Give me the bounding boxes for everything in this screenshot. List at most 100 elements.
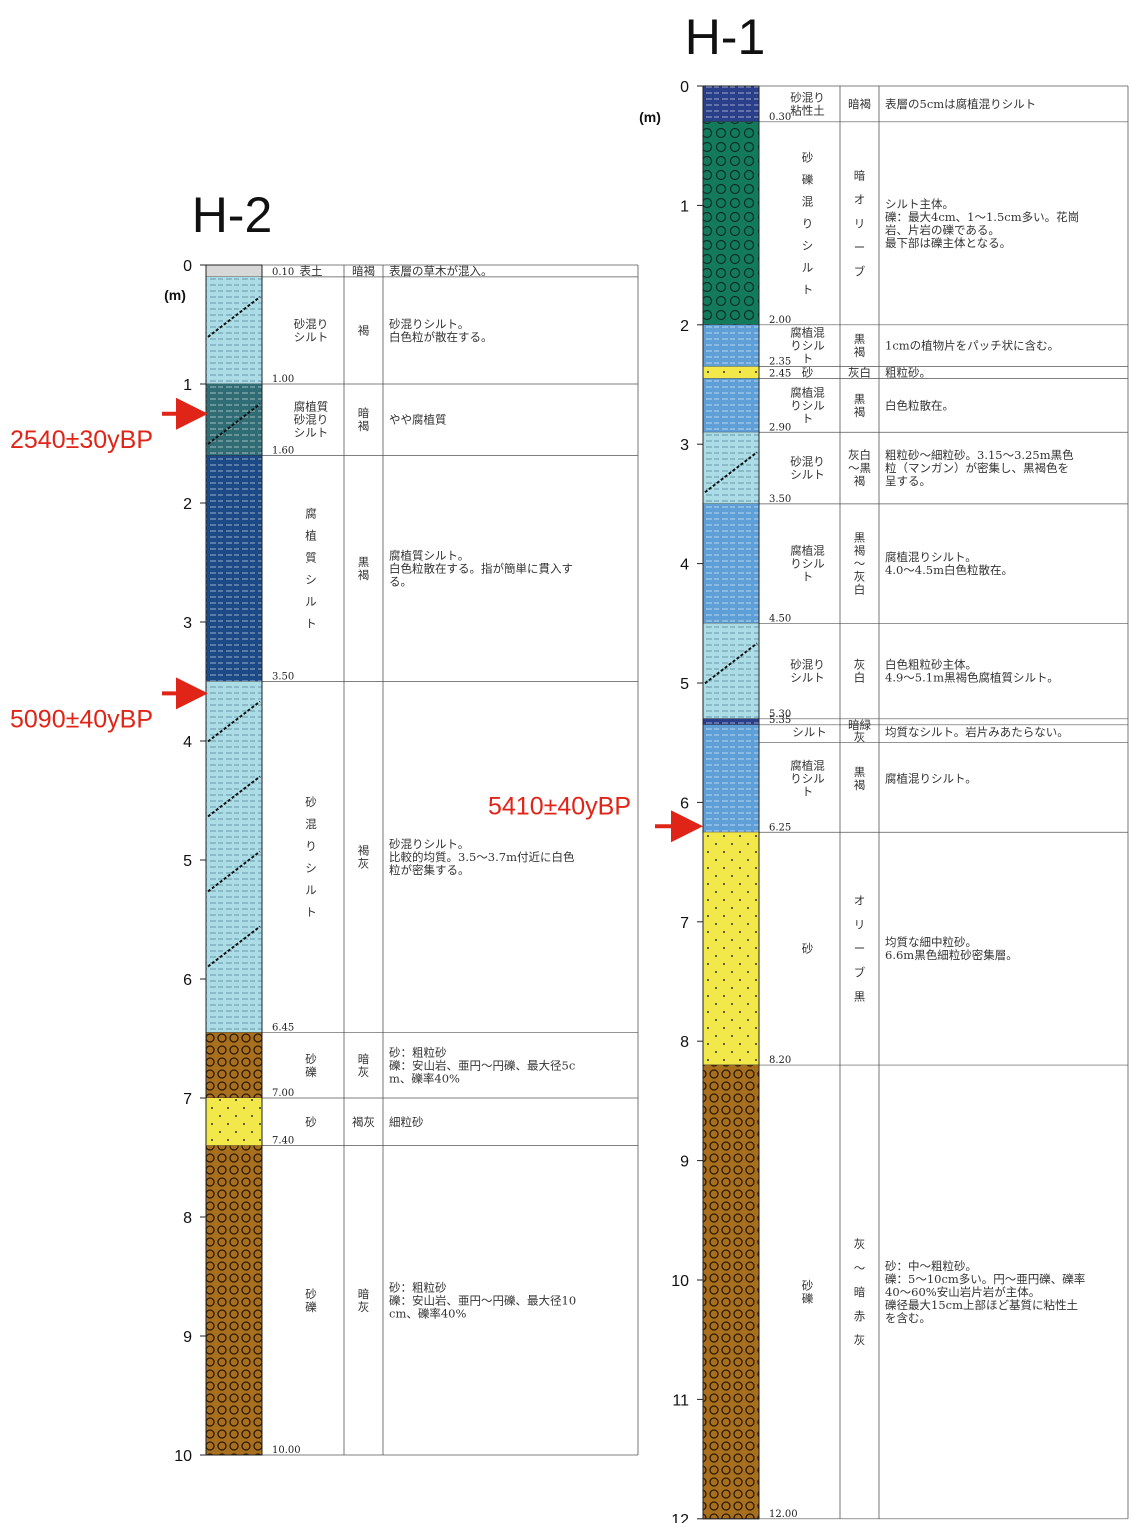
stratum-name: 砂混り粘性土 — [790, 90, 825, 117]
stratum-color: 暗褐 — [848, 97, 871, 111]
boundary-depth-label: 8.20 — [769, 1055, 791, 1066]
stratum-color: 黒褐 — [854, 392, 866, 419]
stratum-description: やや腐植質 — [389, 413, 447, 427]
stratum-name: 腐植混りシルト — [790, 326, 825, 366]
depth-tick-label: 3 — [680, 437, 689, 454]
depth-tick-label: 8 — [680, 1034, 689, 1051]
stratum-pattern — [703, 504, 759, 623]
boundary-depth-label: 12.00 — [769, 1509, 798, 1520]
stratum-color: 灰白～黒褐 — [848, 448, 871, 488]
stratum-pattern — [703, 725, 759, 832]
boundary-depth-label: 6.25 — [769, 822, 791, 833]
stratum-description: 腐植質シルト。白色粒散在する。指が簡単に貫入する。 — [389, 548, 573, 588]
stratum-description: 粗粒砂～細粒砂。3.15～3.25m黒色粒（マンガン）が密集し、黒褐色を呈する。 — [885, 448, 1074, 488]
stratum-pattern — [703, 122, 759, 325]
stratum-pattern — [703, 367, 759, 379]
boundary-depth-label: 1.60 — [272, 445, 294, 456]
stratum-pattern — [703, 432, 759, 504]
stratum-description: 白色粒散在。 — [885, 398, 954, 412]
stratum-pattern — [703, 1065, 759, 1519]
radiocarbon-date-label: 5410±40yBP — [488, 792, 631, 820]
depth-tick-label: 9 — [183, 1329, 192, 1346]
depth-tick-label: 1 — [680, 198, 689, 215]
depth-tick-label: 7 — [183, 1091, 192, 1108]
depth-tick-label: 10 — [174, 1448, 192, 1465]
boundary-depth-label: 3.50 — [769, 494, 791, 505]
stratum-pattern — [703, 623, 759, 719]
stratum-description: シルト主体。礫：最大4cm、1～1.5cm多い。花崗岩、片岩の礫である。最下部は… — [885, 197, 1079, 250]
depth-tick-label: 0 — [680, 79, 689, 96]
depth-tick-label: 2 — [680, 318, 689, 335]
stratum-fill — [206, 265, 262, 277]
stratum-name: 砂礫 — [305, 1287, 317, 1314]
boundary-depth-label: 2.90 — [769, 422, 791, 433]
depth-tick-label: 12 — [671, 1512, 689, 1523]
stratum-pattern — [206, 1098, 262, 1146]
stratum-name: シルト — [792, 725, 827, 739]
stratum-description: 腐植混りシルト。4.0～4.5m白色粒散在。 — [885, 550, 1013, 577]
stratum-color: 褐灰 — [358, 844, 370, 871]
stratum-color: 褐灰 — [352, 1115, 375, 1129]
stratum-description: 粗粒砂。 — [885, 366, 931, 380]
stratum-color: 灰白 — [848, 366, 871, 380]
stratum-description: 砂混りシルト。比較的均質。3.5～3.7m付近に白色粒が密集する。 — [389, 837, 575, 877]
stratum-name: 砂 — [305, 1115, 317, 1129]
stratum-description: 腐植混りシルト。 — [885, 772, 977, 786]
stratum-pattern — [703, 325, 759, 367]
stratum-name: 腐植質シルト — [305, 506, 317, 630]
stratum-pattern — [206, 1033, 262, 1098]
radiocarbon-date-label: 2540±30yBP — [10, 426, 153, 454]
depth-tick-label: 2 — [183, 496, 192, 513]
stratum-color: 黒褐～灰白 — [854, 531, 866, 597]
depth-tick-label: 8 — [183, 1210, 192, 1227]
stratum-pattern — [703, 832, 759, 1065]
boundary-depth-label: 4.50 — [769, 613, 791, 624]
stratum-description: 均質なシルト。岩片みあたらない。 — [885, 725, 1069, 739]
stratum-name: 砂 — [802, 942, 814, 956]
stratum-name: 腐植混りシルト — [790, 385, 825, 425]
stratum-pattern — [206, 384, 262, 455]
depth-tick-label: 5 — [680, 676, 689, 693]
stratum-description: 白色粗粒砂主体。4.9～5.1m黒褐色腐植質シルト。 — [885, 658, 1059, 685]
boundary-depth-label: 7.00 — [272, 1088, 294, 1099]
depth-tick-label: 4 — [680, 557, 689, 574]
depth-tick-label: 6 — [183, 972, 192, 989]
depth-tick-label: 4 — [183, 734, 192, 751]
stratum-color: 暗灰 — [358, 1052, 370, 1079]
depth-tick-label: 9 — [680, 1154, 689, 1171]
log-title: H-2 — [192, 187, 273, 243]
stratum-color: 暗褐 — [358, 406, 370, 433]
stratum-color: 灰～暗赤灰 — [854, 1237, 866, 1347]
stratum-pattern — [206, 1146, 262, 1455]
stratum-pattern — [206, 277, 262, 384]
stratum-name: 砂礫 — [305, 1052, 317, 1079]
stratum-name: 砂 — [802, 366, 814, 380]
depth-tick-label: 1 — [183, 377, 192, 394]
stratum-name: 表土 — [300, 264, 323, 278]
boundary-depth-label: 5.35 — [769, 715, 791, 726]
stratum-pattern — [703, 719, 759, 725]
stratum-color: 褐 — [358, 323, 370, 337]
log-h1: H-1(m)0.30砂混り粘性土暗褐表層の5cmは腐植混りシルト2.00砂礫混り… — [488, 9, 1128, 1523]
stratum-color: 暗灰 — [358, 1287, 370, 1314]
stratum-description: 砂：粗粒砂礫：安山岩、亜円～円礫、最大径10cm、礫率40% — [389, 1280, 576, 1320]
depth-tick-label: 0 — [183, 258, 192, 275]
boundary-depth-label: 2.00 — [769, 315, 791, 326]
stratum-name: 砂混りシルト — [790, 455, 825, 482]
stratum-pattern — [206, 455, 262, 681]
depth-tick-label: 11 — [672, 1392, 689, 1409]
depth-tick-label: 7 — [680, 915, 689, 932]
stratum-name: 砂混りシルト — [790, 658, 825, 685]
stratum-color: 黒褐 — [854, 765, 866, 792]
stratum-name: 腐植混りシルト — [790, 544, 825, 584]
boundary-depth-label: 1.00 — [272, 374, 294, 385]
stratum-name: 砂礫混りシルト — [802, 150, 814, 296]
radiocarbon-date-label: 5090±40yBP — [10, 705, 153, 733]
stratum-color: 黒褐 — [358, 555, 370, 582]
stratum-description: 1cmの植物片をパッチ状に含む。 — [885, 339, 1059, 353]
stratum-color: 暗緑灰 — [848, 718, 871, 744]
boundary-depth-label: 2.45 — [769, 369, 791, 380]
